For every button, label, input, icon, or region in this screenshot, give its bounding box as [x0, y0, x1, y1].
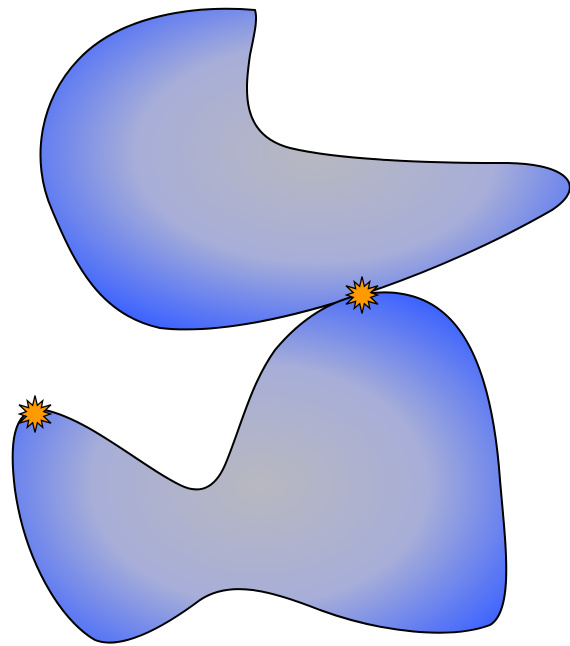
lower-blob: [13, 292, 507, 642]
upper-blob: [40, 9, 569, 330]
